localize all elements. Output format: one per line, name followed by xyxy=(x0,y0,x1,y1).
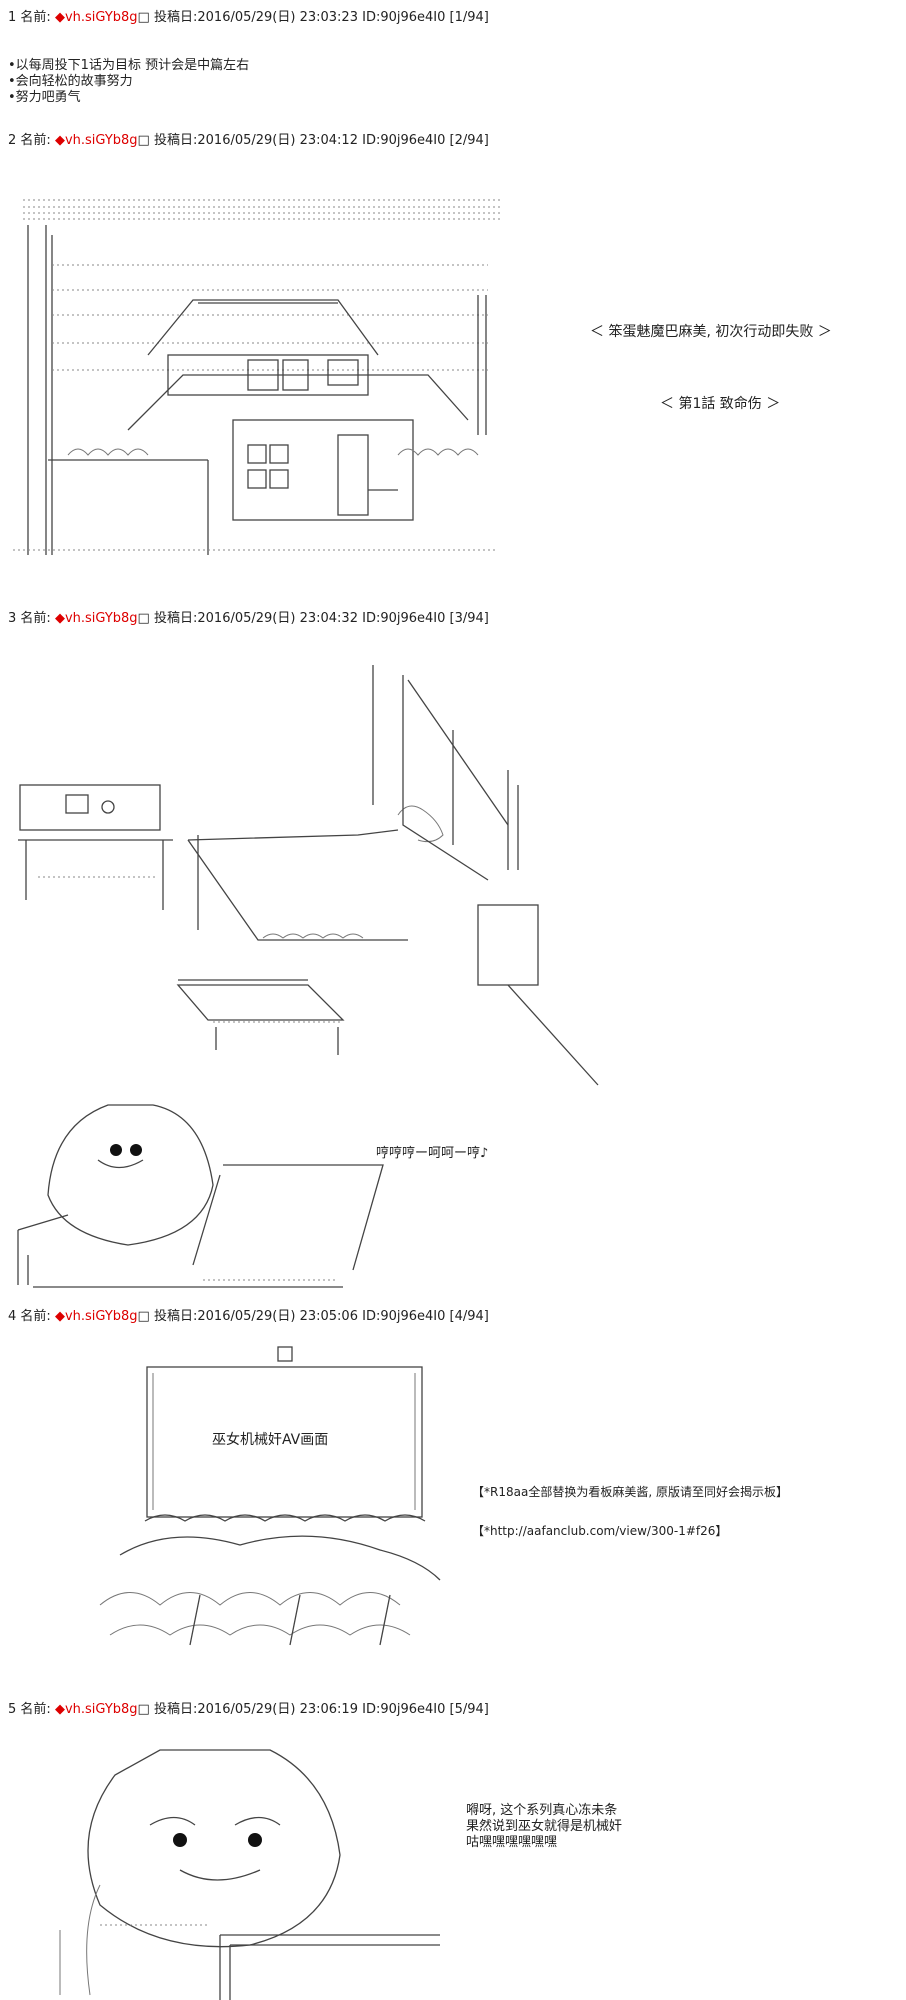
post-count: [4/94] xyxy=(449,1309,489,1324)
house-ascii-art xyxy=(13,199,503,555)
post-number: 5 xyxy=(8,1702,17,1717)
post-count: [3/94] xyxy=(449,611,489,626)
humming-text: 哼哼哼ー呵呵ー哼♪ xyxy=(376,1146,489,1161)
room-ascii-art xyxy=(17,665,599,1288)
post-body-5: 嘚呀, 这个系列真心冻未条 果然说到巫女就得是机械奸 咕嘿嘿嘿嘿嘿嘿 xyxy=(466,1803,622,1851)
r18-replacement-note: 【*R18aa全部替换为看板麻美酱, 原版请至同好会揭示板】 xyxy=(472,1485,788,1499)
body-line: 咕嘿嘿嘿嘿嘿嘿 xyxy=(466,1835,558,1850)
post-id: ID:90j96e4I0 xyxy=(362,1309,446,1324)
post-header-1: 1 名前: ◆vh.siGYb8g□ 投稿日:2016/05/29(日) 23:… xyxy=(8,6,489,25)
post-number: 4 xyxy=(8,1309,17,1324)
post-number: 2 xyxy=(8,133,17,148)
box-glyph: □ xyxy=(137,1702,150,1717)
tripcode[interactable]: ◆vh.siGYb8g xyxy=(54,1702,138,1717)
chapter-series-title: ＜ 笨蛋魅魔巴麻美, 初次行动即失败 ＞ xyxy=(590,324,832,340)
post-id: ID:90j96e4I0 xyxy=(362,133,446,148)
name-label: 名前: xyxy=(20,10,51,25)
body-line: •会向轻松的故事努力 xyxy=(8,74,133,89)
smug-face-ascii-art xyxy=(59,1749,440,2000)
post-count: [2/94] xyxy=(449,133,489,148)
box-glyph: □ xyxy=(137,1309,150,1324)
post-header-2: 2 名前: ◆vh.siGYb8g□ 投稿日:2016/05/29(日) 23:… xyxy=(8,129,489,148)
name-label: 名前: xyxy=(20,611,51,626)
body-line: 嘚呀, 这个系列真心冻未条 xyxy=(466,1803,618,1818)
box-glyph: □ xyxy=(137,133,150,148)
date-label: 投稿日: xyxy=(153,133,198,148)
post-count: [1/94] xyxy=(449,10,489,25)
post-date: 2016/05/29(日) 23:04:32 xyxy=(197,611,358,626)
name-label: 名前: xyxy=(20,1702,51,1717)
screen-board-ascii-art xyxy=(99,1346,441,1646)
post-body-1: •以每周投下1话为目标 预计会是中篇左右 •会向轻松的故事努力 •努力吧勇气 xyxy=(8,58,249,106)
screen-label: 巫女机械奸AV画面 xyxy=(212,1432,329,1448)
tripcode[interactable]: ◆vh.siGYb8g xyxy=(54,10,138,25)
name-label: 名前: xyxy=(20,133,51,148)
post-date: 2016/05/29(日) 23:03:23 xyxy=(197,10,358,25)
post-id: ID:90j96e4I0 xyxy=(362,611,446,626)
post-count: [5/94] xyxy=(449,1702,489,1717)
date-label: 投稿日: xyxy=(153,1702,198,1717)
post-header-5: 5 名前: ◆vh.siGYb8g□ 投稿日:2016/05/29(日) 23:… xyxy=(8,1698,489,1717)
box-glyph: □ xyxy=(137,611,150,626)
date-label: 投稿日: xyxy=(153,611,198,626)
box-glyph: □ xyxy=(137,10,150,25)
post-id: ID:90j96e4I0 xyxy=(362,10,446,25)
post-header-4: 4 名前: ◆vh.siGYb8g□ 投稿日:2016/05/29(日) 23:… xyxy=(8,1305,489,1324)
post-number: 3 xyxy=(8,611,17,626)
post-number: 1 xyxy=(8,10,17,25)
post-date: 2016/05/29(日) 23:04:12 xyxy=(197,133,358,148)
post-date: 2016/05/29(日) 23:06:19 xyxy=(197,1702,358,1717)
chapter-subtitle: ＜ 第1話 致命伤 ＞ xyxy=(660,396,781,412)
body-line: •以每周投下1话为目标 预计会是中篇左右 xyxy=(8,58,250,73)
post-date: 2016/05/29(日) 23:05:06 xyxy=(197,1309,358,1324)
tripcode[interactable]: ◆vh.siGYb8g xyxy=(54,1309,138,1324)
body-line: 果然说到巫女就得是机械奸 xyxy=(466,1819,623,1834)
tripcode[interactable]: ◆vh.siGYb8g xyxy=(54,133,138,148)
date-label: 投稿日: xyxy=(153,10,198,25)
name-label: 名前: xyxy=(20,1309,51,1324)
body-line: •努力吧勇气 xyxy=(8,90,81,105)
post-header-3: 3 名前: ◆vh.siGYb8g□ 投稿日:2016/05/29(日) 23:… xyxy=(8,607,489,626)
date-label: 投稿日: xyxy=(153,1309,198,1324)
tripcode[interactable]: ◆vh.siGYb8g xyxy=(54,611,138,626)
source-link-note[interactable]: 【*http://aafanclub.com/view/300-1#f26】 xyxy=(472,1524,728,1538)
post-id: ID:90j96e4I0 xyxy=(362,1702,446,1717)
